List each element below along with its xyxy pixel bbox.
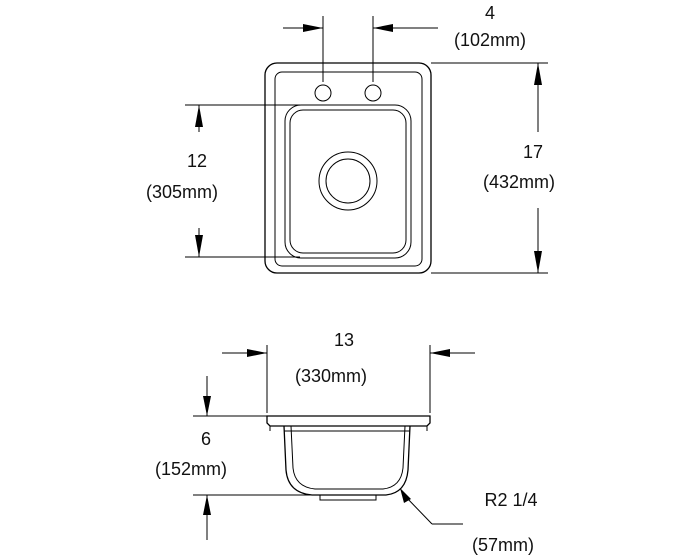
overall-width-mm: (330mm) xyxy=(295,366,367,386)
dimension-depth: 6 (152mm) xyxy=(155,376,318,540)
corner-radius-inches: R2 1/4 xyxy=(484,490,537,510)
sink-bowl-inner-edge xyxy=(289,109,407,254)
side-view: 13 (330mm) 6 (152mm) R2 1/4 (57mm) xyxy=(155,330,538,555)
sink-bowl xyxy=(284,104,412,259)
faucet-spacing-mm: (102mm) xyxy=(454,30,526,50)
faucet-spacing-inches: 4 xyxy=(485,3,495,23)
sink-bowl-profile xyxy=(283,425,411,496)
depth-mm: (152mm) xyxy=(155,459,227,479)
overall-length-inches: 17 xyxy=(523,142,543,162)
depth-inches: 6 xyxy=(201,429,211,449)
faucet-hole-right xyxy=(364,84,382,102)
dimension-overall-length: 17 (432mm) xyxy=(431,62,555,274)
bowl-length-inches: 12 xyxy=(187,151,207,171)
overall-length-mm: (432mm) xyxy=(483,172,555,192)
top-view: 4 (102mm) 17 (432mm) 12 (305mm) xyxy=(146,3,555,274)
drain-bottom xyxy=(319,494,377,501)
dimension-faucet-spacing: 4 (102mm) xyxy=(283,3,526,82)
drain-outer xyxy=(318,151,378,211)
dimension-overall-width: 13 (330mm) xyxy=(222,330,475,413)
overall-width-inches: 13 xyxy=(334,330,354,350)
drain-inner xyxy=(325,158,371,204)
dimension-corner-radius: R2 1/4 (57mm) xyxy=(400,488,538,555)
sink-inner-rim xyxy=(274,71,423,267)
bowl-length-mm: (305mm) xyxy=(146,182,218,202)
sink-flange xyxy=(266,415,431,427)
sink-outer-rim xyxy=(264,62,432,274)
corner-radius-mm: (57mm) xyxy=(472,535,534,555)
faucet-hole-left xyxy=(314,84,332,102)
dimension-bowl-length: 12 (305mm) xyxy=(146,104,300,258)
